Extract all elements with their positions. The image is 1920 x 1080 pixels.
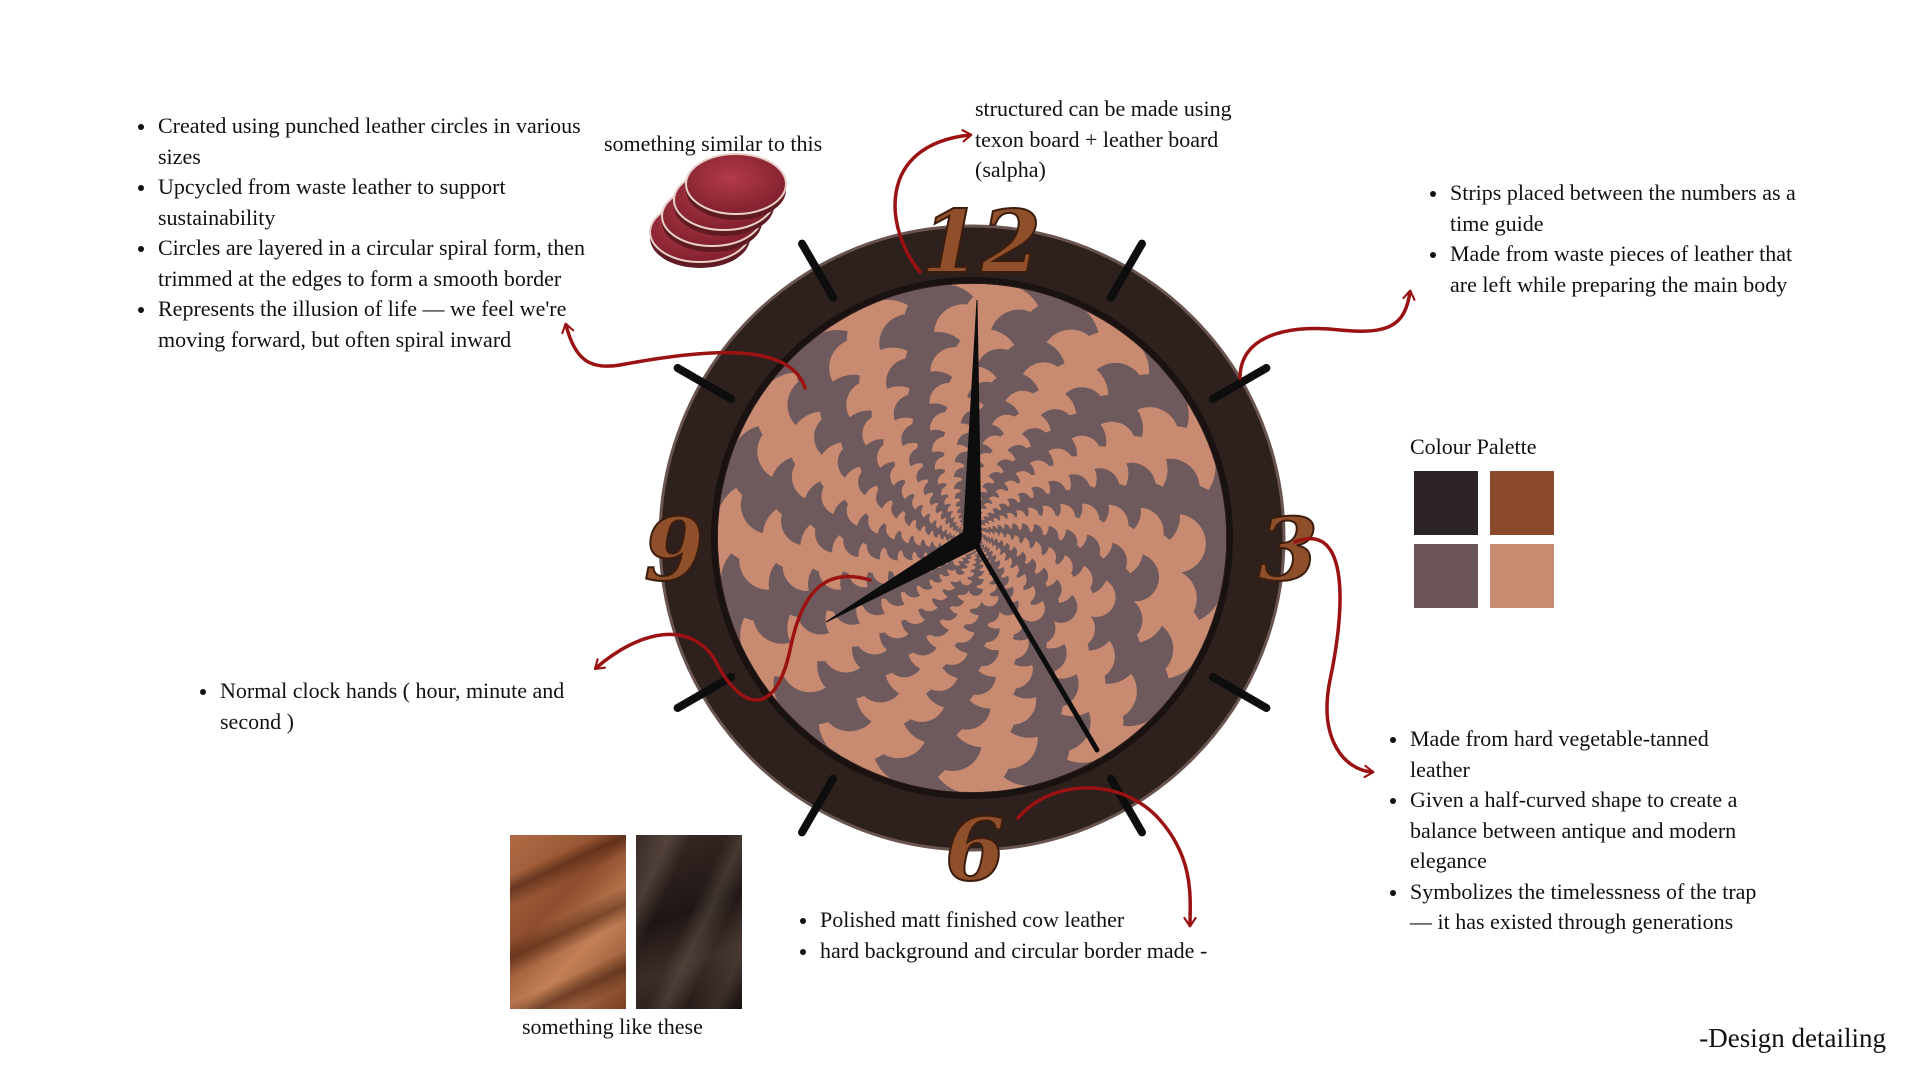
list-item: Polished matt finished cow leather — [798, 905, 1318, 936]
annotation-arrows — [561, 129, 1416, 928]
hour-strip — [798, 239, 837, 302]
strip-notes: Strips placed between the numbers as a t… — [1428, 178, 1808, 300]
list-item: Represents the illusion of life — we fee… — [136, 294, 596, 355]
arrow-to-leather-notes — [1016, 786, 1197, 928]
structure-line: texon board + leather board — [975, 126, 1219, 152]
arrow-to-numeral-notes — [1293, 537, 1375, 779]
list-item: Made from hard vegetable-tanned leather — [1388, 724, 1768, 785]
numeral-12: 12 — [921, 192, 1041, 293]
hour-strip — [798, 774, 837, 837]
punched-disks-reference — [649, 153, 787, 268]
leather-sample-dark — [636, 835, 742, 1009]
structure-line: structured can be made using — [975, 96, 1232, 121]
hour-strip — [673, 673, 736, 712]
palette-title: Colour Palette — [1410, 434, 1537, 459]
list-item: Strips placed between the numbers as a t… — [1428, 178, 1808, 239]
structure-line: (salpha) — [975, 157, 1046, 182]
hour-strip — [673, 364, 736, 403]
list-item: Created using punched leather circles in… — [136, 111, 596, 172]
hour-marker-strips — [673, 239, 1271, 837]
list-item: Made from waste pieces of leather that a… — [1428, 239, 1808, 300]
structure-notes: structured can be made using texon board… — [975, 94, 1232, 186]
second-hand — [969, 535, 1100, 753]
leather-sample-brown — [510, 835, 626, 1009]
list-item: hard background and circular border made… — [798, 936, 1318, 967]
clock: 12 3 6 9 — [643, 191, 1319, 902]
leather-notes: Polished matt finished cow leather hard … — [798, 905, 1318, 966]
arrow-to-structure-notes — [893, 129, 973, 274]
reference-label: something similar to this — [604, 131, 823, 156]
palette-swatch-tan — [1490, 544, 1554, 608]
list-item: Circles are layered in a circular spiral… — [136, 233, 596, 294]
hour-strip — [1107, 774, 1146, 837]
list-item: Given a half-curved shape to create a ba… — [1388, 785, 1768, 877]
numeral-6: 6 — [945, 800, 1005, 901]
arrow-to-hands-notes — [593, 574, 872, 702]
spiral-face — [718, 284, 1226, 792]
arrow-to-strip-notes — [1238, 289, 1416, 380]
hour-strip — [1107, 239, 1146, 302]
page-title: -Design detailing — [1699, 1023, 1886, 1053]
hands-notes: Normal clock hands ( hour, minute and se… — [198, 676, 608, 737]
palette-swatch-chestnut — [1490, 471, 1554, 535]
hour-strip — [1208, 673, 1271, 712]
numeral-3: 3 — [1258, 500, 1318, 601]
numeral-9: 9 — [644, 500, 704, 601]
list-item: Symbolizes the timelessness of the trap … — [1388, 877, 1768, 938]
palette-swatch-dark-brown — [1414, 471, 1478, 535]
leather-samples-label: something like these — [522, 1014, 703, 1039]
numeral-notes: Made from hard vegetable-tanned leather … — [1388, 724, 1768, 938]
list-item: Upcycled from waste leather to support s… — [136, 172, 596, 233]
palette-swatch-mauve — [1414, 544, 1478, 608]
spiral-notes: Created using punched leather circles in… — [136, 111, 596, 355]
clock-hands — [825, 299, 1100, 753]
arrow-to-spiral-notes — [561, 322, 807, 390]
list-item: Normal clock hands ( hour, minute and se… — [198, 676, 608, 737]
hour-strip — [1208, 364, 1271, 403]
